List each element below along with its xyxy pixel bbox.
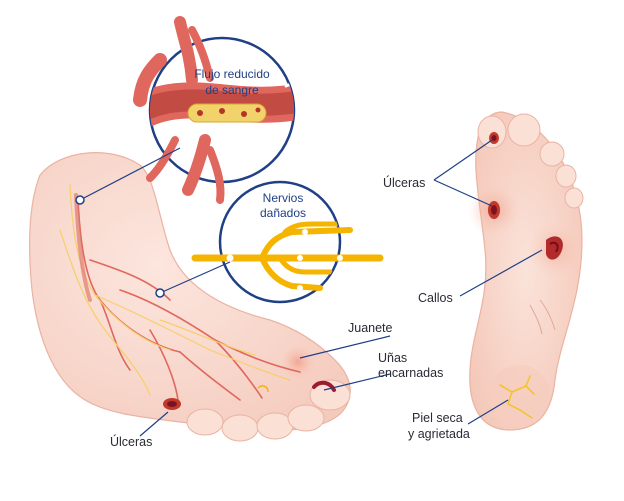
label-nervios-line2: dañados	[260, 206, 306, 220]
foot-veins	[77, 199, 301, 401]
blood-flow-callout: Flujo reducido de sangre	[133, 16, 296, 204]
damaged-nerves-callout: Nervios dañados	[191, 180, 384, 304]
foot-side-icon	[29, 152, 351, 442]
label-piel-line2: y agrietada	[408, 427, 470, 441]
label-flujo-line1: Flujo reducido	[194, 67, 270, 81]
leader-dot-nerve	[155, 288, 165, 298]
label-leaders	[139, 139, 543, 437]
bunion-spot	[280, 344, 316, 380]
foot-nerves	[59, 184, 291, 396]
label-juanete: Juanete	[348, 321, 393, 335]
blood-vessel-icon	[133, 16, 225, 204]
callus	[546, 236, 563, 260]
ulcer-side-foot	[163, 398, 181, 410]
label-ulceras-top: Úlceras	[383, 175, 425, 190]
label-flujo-line2: de sangre	[205, 83, 259, 97]
ulcer-sole-ball	[488, 201, 500, 219]
label-callos: Callos	[418, 291, 453, 305]
label-piel-line1: Piel seca	[412, 411, 463, 425]
label-ulceras-bottom: Úlceras	[110, 434, 152, 449]
label-unas-line2: encarnadas	[378, 366, 443, 380]
dry-cracked-skin	[499, 375, 535, 419]
leader-dot-blood	[75, 195, 85, 205]
callout-leaders	[79, 147, 231, 294]
foot-sole-icon	[468, 111, 584, 431]
label-nervios-line1: Nervios	[263, 191, 304, 205]
nerve-icon	[191, 221, 384, 291]
ulcer-sole-toe	[489, 132, 499, 144]
label-unas-line1: Uñas	[378, 351, 407, 365]
